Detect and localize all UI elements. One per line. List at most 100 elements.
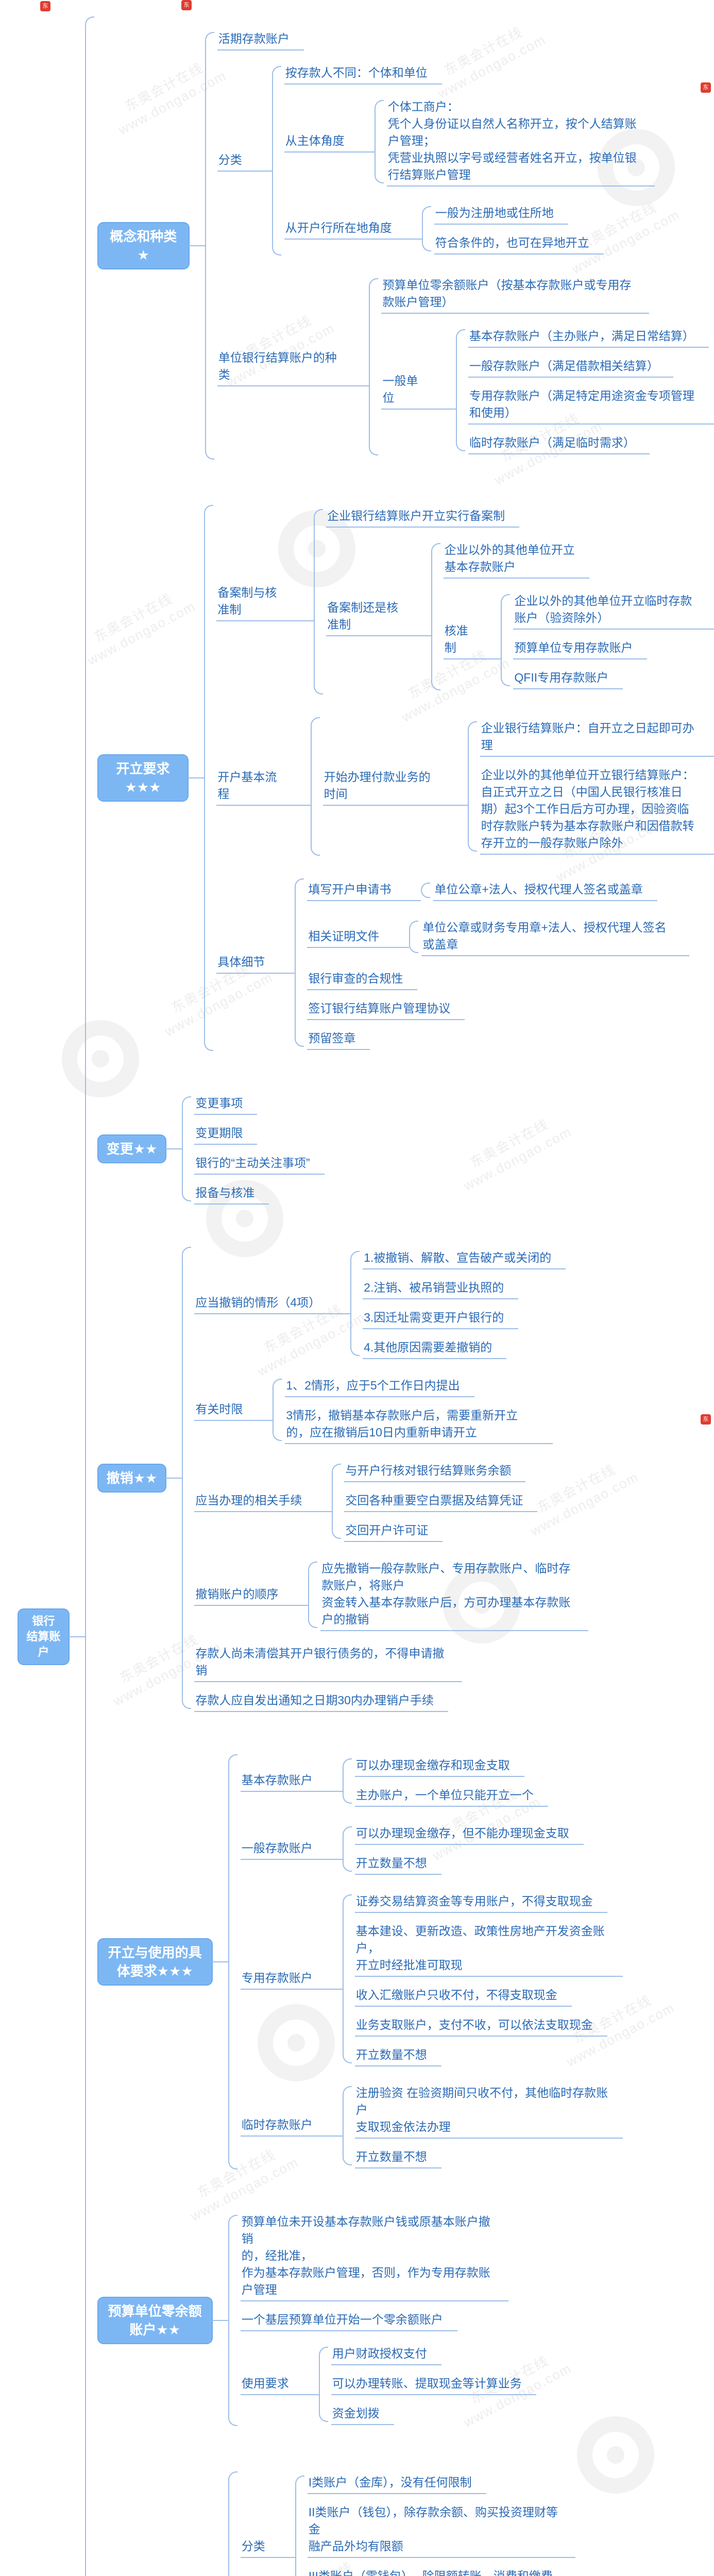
mindmap-leaf[interactable]: 可以办理转账、提取现金等计算业务 (331, 2374, 536, 2395)
mindmap-topic[interactable]: 核准制 (443, 621, 501, 659)
mindmap-leaf[interactable]: 用户财政授权支付 (331, 2344, 441, 2365)
mindmap-topic[interactable]: 备案制与核准制 (216, 583, 314, 621)
branch-cancellation[interactable]: 撤销★★ (97, 1463, 182, 1493)
mindmap-topic[interactable]: 相关证明文件 (307, 926, 410, 948)
mindmap-leaf[interactable]: 交回开户许可证 (344, 1520, 443, 1542)
mindmap-leaf[interactable]: 业务支取账户，支付不收，可以依法支取现金 (354, 2015, 607, 2037)
children-group: 1.被撤销、解散、宣告破产或关闭的 2.注销、被吊销营业执照的 3.因迁址需变更开户… (350, 1244, 566, 1363)
mindmap-leaf[interactable]: 银行审查的合规性 (307, 969, 418, 990)
children-group: I类账户（金库），没有任何限制 II类账户（钱包），除存款余额、购买投资理财等金 … (295, 2468, 575, 2576)
mindmap-node: 基本存款账户（主办账户，满足日常结算） (468, 326, 714, 348)
mindmap-leaf[interactable]: 变更事项 (194, 1093, 258, 1115)
mindmap-topic[interactable]: 备案制还是核准制 (326, 598, 431, 636)
mindmap-leaf[interactable]: 临时存款账户（满足临时需求） (468, 433, 650, 454)
mindmap-leaf[interactable]: 存款人应自发出通知之日期30内办理销户手续 (194, 1690, 448, 1712)
mindmap-leaf[interactable]: 签订银行结算账户管理协议 (307, 998, 465, 1020)
mindmap-topic[interactable]: 撤销账户的顺序 (194, 1584, 309, 1606)
mindmap-leaf[interactable]: 1.被撤销、解散、宣告破产或关闭的 (363, 1248, 566, 1269)
mindmap-leaf[interactable]: 专用存款账户（满足特定用途资金专项管理和使用） (468, 386, 714, 425)
mindmap-topic[interactable]: 具体细节 (216, 952, 295, 974)
mindmap-leaf[interactable]: 活期存款账户 (217, 29, 304, 50)
mindmap-leaf[interactable]: 收入汇缴账户只收不付，不得支取现金 (354, 1985, 572, 2007)
mindmap-topic[interactable]: 分类 (240, 2536, 295, 2558)
mindmap-leaf[interactable]: 报备与核准 (194, 1183, 269, 1205)
branch-budget-unit-zero-balance-account[interactable]: 预算单位零余额账户★★ (97, 2297, 228, 2344)
mindmap-topic[interactable]: 单位银行结算账户的种类 (217, 348, 369, 386)
mindmap-leaf[interactable]: 一般存款账户（满足借款相关结算） (468, 356, 673, 378)
children-group: 单位公章或财务专用章+法人、授权代理人签名或盖章 (409, 913, 690, 960)
mindmap-topic[interactable]: 一般单位 (381, 371, 456, 410)
mindmap-topic[interactable]: 应当办理的相关手续 (194, 1490, 332, 1512)
branch-concept-and-types[interactable]: 概念和种类★ (97, 222, 205, 269)
mindmap-leaf[interactable]: 证券交易结算资金等专用账户，不得支取现金 (354, 1891, 607, 1913)
mindmap-node: 变更期限 (194, 1123, 324, 1145)
mindmap-leaf[interactable]: 单位公章+法人、授权代理人签名或盖章 (433, 879, 657, 901)
branch-changes[interactable]: 变更★★ (97, 1134, 182, 1163)
branch-opening-requirements[interactable]: 开立要求★★★ (97, 754, 204, 802)
mindmap-node: 1、2情形，应于5个工作日内提出 (285, 1376, 553, 1397)
mindmap-leaf[interactable]: 开立数量不想 (354, 1853, 441, 1875)
mindmap-topic[interactable]: 分类 (217, 150, 272, 172)
mindmap-topic[interactable]: 从主体角度 (284, 131, 375, 152)
mindmap-leaf[interactable]: 基本存款账户（主办账户，满足日常结算） (468, 326, 709, 348)
mindmap-leaf[interactable]: 交回各种重要空白票据及结算凭证 (344, 1490, 538, 1512)
mindmap-leaf[interactable]: 按存款人不同：个体和单位 (284, 63, 442, 84)
mindmap-topic[interactable]: 使用要求 (240, 2374, 319, 2395)
mindmap-leaf[interactable]: 基本建设、更新改造、政策性房地产开发资金账户， 开立时经批准可取现 (354, 1921, 623, 1977)
mindmap-leaf[interactable]: 存款人尚未清偿其开户银行债务的，不得申请撤销 (194, 1643, 463, 1682)
mindmap-leaf[interactable]: 单位公章或财务专用章+法人、授权代理人签名或盖章 (421, 918, 690, 956)
mindmap-leaf[interactable]: 应先撤销一般存款账户、专用存款账户、临时存款账户，将账户 资金转入基本存款账户后… (320, 1558, 589, 1631)
mindmap-topic[interactable]: 开户基本流程 (216, 767, 311, 806)
mindmap-leaf[interactable]: 企业银行结算账户：自开立之日起即可办理 (480, 718, 714, 757)
mindmap-leaf[interactable]: 3情形，撤销基本存款账户后，需要重新开立的，应在撤销后10日内重新申请开立 (285, 1405, 553, 1444)
mindmap-leaf[interactable]: 个体工商户： 凭个人身份证以自然人名称开立，按个人结算账户管理； 凭营业执照以字… (386, 97, 655, 187)
mindmap-leaf[interactable]: 1、2情形，应于5个工作日内提出 (285, 1376, 474, 1397)
mindmap-leaf[interactable]: 符合条件的，也可在异地开立 (434, 233, 604, 255)
mindmap-topic[interactable]: 一般存款账户 (240, 1838, 343, 1860)
mindmap-leaf[interactable]: 可以办理现金缴存，但不能办理现金支取 (354, 1823, 584, 1845)
mindmap-leaf[interactable]: 预算单位专用存款账户 (513, 638, 648, 659)
mindmap-node: 备案制与核准制企业银行结算账户开立实行备案制备案制还是核准制企业以外的其他单位开… (216, 502, 714, 702)
children-group: 应先撤销一般存款账户、专用存款账户、临时存款账户，将账户 资金转入基本存款账户后… (308, 1554, 589, 1635)
mindmap-leaf[interactable]: 预算单位未开设基本存款账户钱或原基本账户撤销 的，经批准， 作为基本存款账户管理… (240, 2212, 508, 2301)
mindmap-node: 企业银行结算账户：自开立之日起即可办理 (480, 718, 714, 757)
mindmap-node: 存款人应自发出通知之日期30内办理销户手续 (194, 1690, 588, 1712)
root-topic-bank-settlement-account[interactable]: 银行 结算账户 (18, 1608, 85, 1665)
mindmap-leaf[interactable]: 企业以外的其他单位开立 基本存款账户 (443, 540, 589, 579)
mindmap-leaf[interactable]: 开立数量不想 (354, 2147, 441, 2168)
mindmap-topic[interactable]: 填写开户申请书 (307, 879, 421, 901)
mindmap-topic[interactable]: 应当撤销的情形（4项） (194, 1293, 350, 1314)
mindmap-leaf[interactable]: 银行的“主动关注事项” (194, 1153, 325, 1175)
mindmap-leaf[interactable]: 主办账户，一个单位只能开立一个 (354, 1785, 548, 1807)
mindmap-node: 存款人尚未清偿其开户银行债务的，不得申请撤销 (194, 1643, 588, 1682)
mindmap-leaf[interactable]: 可以办理现金缴存和现金支取 (354, 1755, 524, 1777)
mindmap-leaf[interactable]: 注册验资 在验资期间只收不付，其他临时存款账户 支取现金依法办理 (354, 2083, 623, 2139)
mindmap-leaf[interactable]: 与开户行核对银行结算账务余额 (344, 1461, 526, 1482)
mindmap-leaf[interactable]: 一般为注册地或住所地 (434, 203, 568, 225)
mindmap-leaf[interactable]: 2.注销、被吊销营业执照的 (363, 1278, 519, 1299)
mindmap-leaf[interactable]: 4.其他原因需要差撤销的 (363, 1337, 507, 1359)
mindmap-leaf[interactable]: 一个基层预算单位开始一个零余额账户 (240, 2310, 457, 2331)
mindmap-topic[interactable]: 有关时限 (194, 1399, 273, 1421)
mindmap-topic[interactable]: 从开户行所在地角度 (284, 218, 422, 240)
mindmap-leaf[interactable]: I类账户（金库），没有任何限制 (307, 2472, 486, 2494)
mindmap-leaf[interactable]: II类账户（钱包），除存款余额、购买投资理财等金 融产品外均有限额 (307, 2502, 575, 2558)
mindmap-node: 单位公章+法人、授权代理人签名或盖章 (433, 879, 657, 901)
mindmap-leaf[interactable]: QFII专用存款账户 (513, 668, 623, 689)
mindmap-leaf[interactable]: 变更期限 (194, 1123, 258, 1145)
mindmap-leaf[interactable]: 预留签章 (307, 1028, 370, 1050)
mindmap-topic[interactable]: 专用存款账户 (240, 1968, 343, 1990)
mindmap-topic[interactable]: 临时存款账户 (240, 2115, 343, 2137)
mindmap-leaf[interactable]: 预算单位零余额账户（按基本存款账户或专用存款账户管理） (381, 275, 650, 314)
mindmap-leaf[interactable]: 资金划拨 (331, 2403, 394, 2425)
mindmap-leaf[interactable]: 开立数量不想 (354, 2045, 441, 2066)
mindmap-leaf[interactable]: 3.因迁址需变更开户银行的 (363, 1308, 519, 1329)
mindmap-topic[interactable]: 基本存款账户 (240, 1770, 343, 1792)
mindmap-leaf[interactable]: III类账户（零钱包）， 除限额转账、消费和缴费支 付，其他什么也不能干 (308, 2566, 575, 2576)
branch-specific-requirements[interactable]: 开立与使用的具体要求★★★ (97, 1938, 228, 1986)
mindmap-leaf[interactable]: 企业银行结算账户开立实行备案制 (326, 506, 520, 528)
mindmap-leaf[interactable]: 企业以外的其他单位开立银行结算账户：自正式开立之日（中国人民银行核准日期）起3个… (480, 765, 714, 855)
mindmap-node: 收入汇缴账户只收不付，不得支取现金 (354, 1985, 623, 2007)
mindmap-topic[interactable]: 开始办理付款业务的时间 (322, 767, 468, 806)
mindmap-leaf[interactable]: 企业以外的其他单位开立临时存款账户（验资除外） (513, 591, 714, 630)
